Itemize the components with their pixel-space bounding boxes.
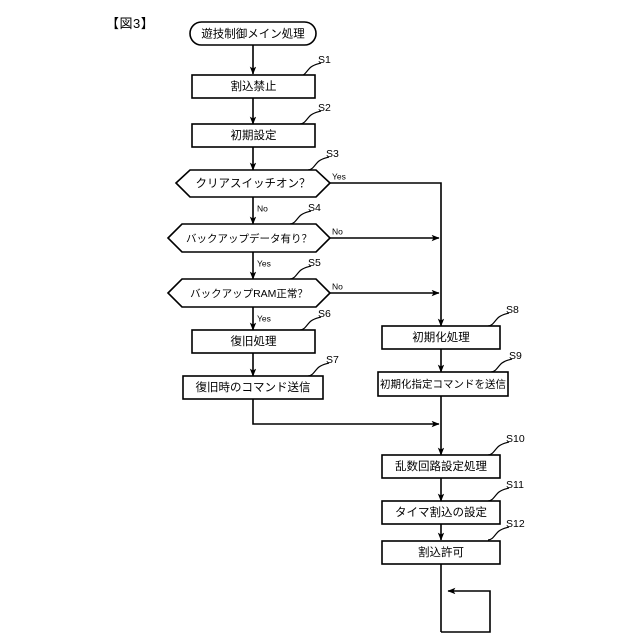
node-s11-label: タイマ割込の設定 (395, 505, 487, 519)
step-label-s11: S11 (506, 479, 524, 491)
step-label-s10: S10 (506, 433, 525, 445)
leader-s4 (289, 210, 312, 225)
step-label-s4: S4 (308, 202, 321, 214)
branch-label-s4-no: No (332, 226, 343, 236)
step-label-s6: S6 (318, 308, 331, 320)
leader-s9 (490, 358, 513, 373)
branch-label-s4-yes: Yes (257, 258, 271, 268)
node-s7 (182, 375, 324, 400)
node-start-label: 遊技制御メイン処理 (201, 27, 305, 41)
branch-label-s5-yes: Yes (257, 313, 271, 323)
leader-s7 (307, 362, 330, 377)
node-s8-label: 初期化処理 (412, 330, 470, 344)
step-label-s5: S5 (308, 257, 321, 269)
connector-s7-merge (252, 399, 440, 428)
step-label-s12: S12 (506, 518, 525, 530)
leader-s11 (487, 487, 510, 502)
leader-s12 (487, 526, 510, 541)
node-s1-label: 割込禁止 (231, 79, 277, 93)
node-s2-label: 初期設定 (231, 128, 277, 142)
leader-s8 (487, 312, 510, 327)
node-s5-label: バックアップRAM正常？ (190, 287, 308, 300)
step-label-s1: S1 (318, 54, 331, 66)
node-s8 (381, 325, 501, 350)
step-label-s9: S9 (509, 350, 522, 362)
node-s2 (191, 123, 316, 148)
node-s7-label: 復旧時のコマンド送信 (196, 380, 311, 394)
branch-label-s3-no: No (257, 203, 268, 213)
node-s12-label: 割込許可 (418, 545, 464, 559)
leader-s6 (299, 316, 322, 331)
node-s6 (191, 329, 316, 354)
node-s12 (381, 540, 501, 565)
node-start (189, 21, 317, 46)
branch-label-s5-no: No (332, 281, 343, 291)
node-s10-label: 乱数回路設定処理 (395, 459, 487, 473)
leader-s5 (289, 265, 312, 280)
node-s10 (381, 454, 501, 479)
node-s3-label: クリアスイッチオン？ (196, 177, 311, 190)
node-s11 (381, 500, 501, 525)
node-s5 (166, 278, 332, 308)
node-s3 (174, 169, 332, 198)
step-label-s2: S2 (318, 102, 331, 114)
node-s4 (166, 223, 332, 253)
leader-s3 (307, 156, 330, 171)
figure-number-label: 【図3】 (106, 16, 155, 31)
connector-loop-back (441, 587, 491, 633)
node-s1 (191, 74, 316, 99)
node-s9-label: 初期化指定コマンドを送信 (380, 377, 506, 390)
node-s4-label: バックアップデータ有り？ (186, 232, 312, 245)
leader-s2 (299, 110, 322, 125)
node-s6-label: 復旧処理 (231, 334, 277, 348)
step-label-s3: S3 (326, 148, 339, 160)
connector-s3-yes-to-s8 (330, 182, 445, 327)
leader-s10 (487, 441, 510, 456)
branch-label-s3-yes: Yes (332, 171, 346, 181)
step-label-s7: S7 (326, 354, 339, 366)
step-label-s8: S8 (506, 304, 519, 316)
node-s9 (377, 371, 509, 397)
